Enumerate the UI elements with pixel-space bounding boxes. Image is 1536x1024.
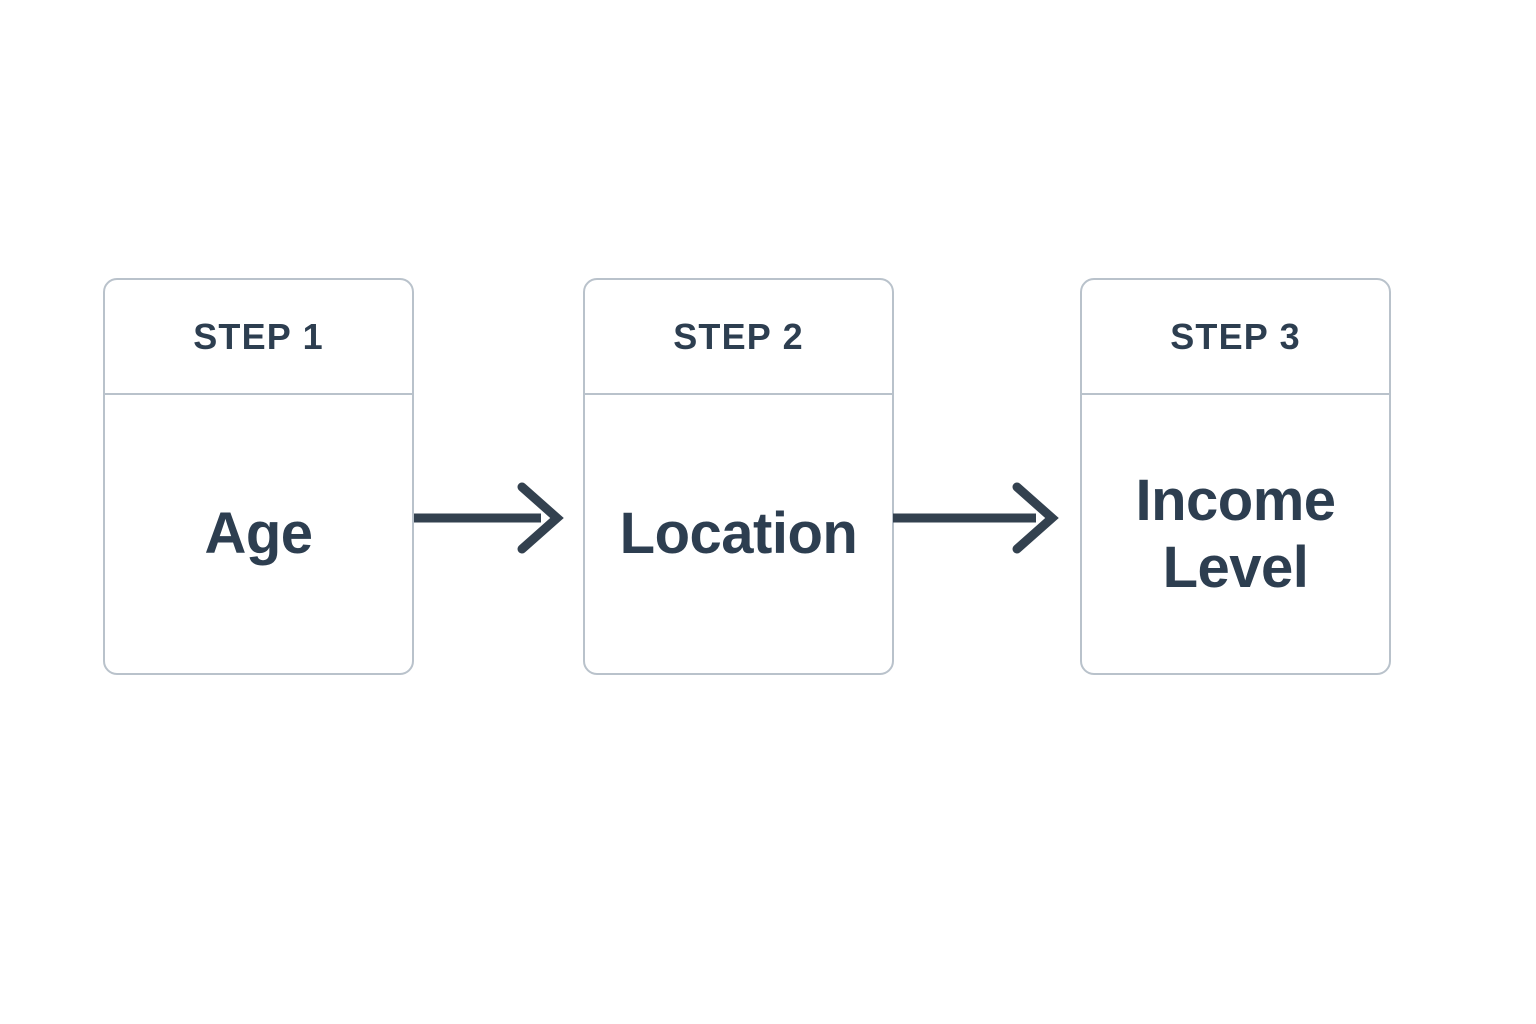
step-card-1-body: Age (105, 395, 412, 673)
step-card-2-header: STEP 2 (585, 280, 892, 395)
step-card-1-header-label: STEP 1 (193, 315, 324, 357)
connector-step2-to-step3 (889, 470, 1065, 566)
arrow-right-icon (414, 482, 564, 554)
step-card-2-body: Location (585, 395, 892, 673)
step-card-3-body: Income Level (1082, 395, 1389, 673)
step-card-3-header: STEP 3 (1082, 280, 1389, 395)
step-card-2-body-label: Location (619, 501, 858, 567)
step-card-3[interactable]: STEP 3 Income Level (1080, 278, 1391, 675)
arrow-right-icon (893, 482, 1059, 554)
step-card-1-header: STEP 1 (105, 280, 412, 395)
step-card-1[interactable]: STEP 1 Age (103, 278, 414, 675)
step-card-1-body-label: Age (204, 501, 313, 567)
step-card-3-body-label: Income Level (1135, 467, 1336, 600)
step-card-2-header-label: STEP 2 (673, 315, 804, 357)
connector-step1-to-step2 (410, 470, 570, 566)
step-card-3-header-label: STEP 3 (1170, 315, 1301, 357)
step-card-2[interactable]: STEP 2 Location (583, 278, 894, 675)
